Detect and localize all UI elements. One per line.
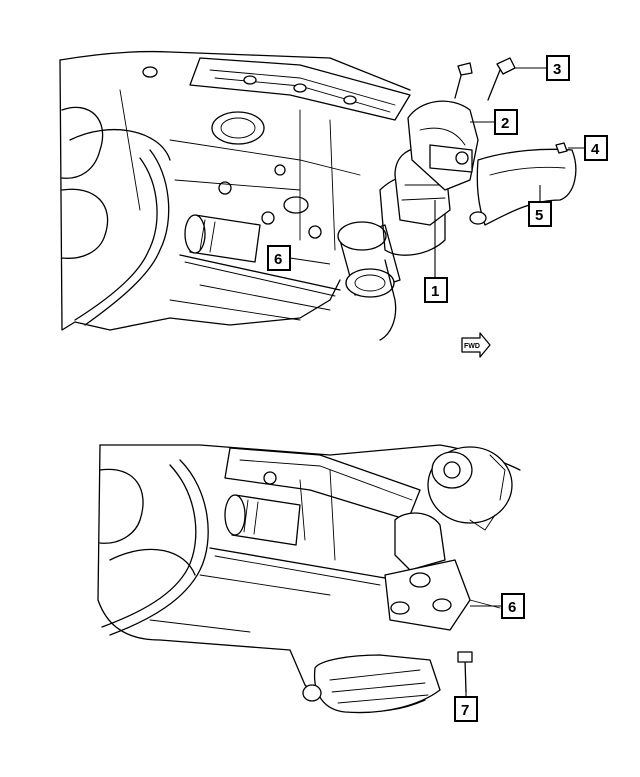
top-engine-view: FWD	[59, 50, 577, 358]
svg-text:7: 7	[461, 702, 469, 719]
svg-text:4: 4	[591, 141, 600, 158]
svg-text:5: 5	[535, 207, 543, 224]
nut-4	[555, 142, 568, 154]
callout-6-top: 6	[267, 245, 331, 271]
callout-5: 5	[528, 185, 552, 227]
callout-6-bottom: 6	[470, 593, 525, 619]
fwd-direction-marker: FWD	[461, 332, 491, 358]
callout-3: 3	[515, 55, 570, 81]
oil-pan	[302, 654, 441, 714]
callout-2: 2	[470, 109, 518, 135]
callout-7: 7	[454, 690, 478, 722]
alternator	[427, 446, 513, 531]
thermostat-housing	[211, 111, 265, 145]
oil-filter	[337, 221, 401, 298]
svg-text:2: 2	[501, 115, 509, 132]
starter-motor	[184, 214, 261, 263]
svg-text:FWD: FWD	[464, 343, 480, 350]
callout-1: 1	[424, 200, 448, 303]
bolt-7	[457, 651, 473, 693]
callout-4: 4	[568, 135, 608, 161]
svg-text:6: 6	[274, 251, 282, 268]
starter-motor-bottom	[224, 494, 301, 546]
svg-text:6: 6	[508, 599, 516, 616]
svg-text:1: 1	[431, 283, 439, 300]
valve-cover-bolts	[142, 66, 357, 105]
mount-bracket-bottom	[384, 512, 501, 631]
bolt-3	[487, 57, 516, 101]
svg-text:3: 3	[553, 61, 561, 78]
bottom-engine-view	[97, 444, 521, 714]
mount-bracket	[407, 100, 479, 191]
heat-shield	[476, 148, 577, 226]
